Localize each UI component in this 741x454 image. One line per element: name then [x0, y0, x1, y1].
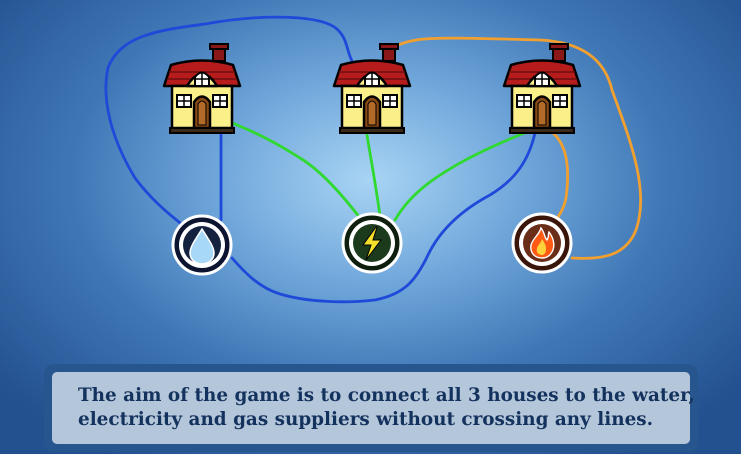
electricity-supplier[interactable]: [341, 212, 403, 274]
gas-supplier[interactable]: [511, 212, 573, 274]
connection-house3-gas: [544, 126, 570, 222]
house-1[interactable]: [162, 42, 242, 135]
connection-house2-gas: [381, 36, 643, 260]
connection-house3-water: [230, 126, 538, 304]
water-supplier[interactable]: [171, 214, 233, 276]
flame-icon: [530, 226, 555, 259]
lightning-bolt-icon: [362, 226, 382, 261]
connection-house2-electricity: [365, 133, 382, 218]
water-drop-icon: [189, 227, 215, 265]
instructions-panel: The aim of the game is to connect all 3 …: [44, 364, 698, 452]
instructions-text-box: The aim of the game is to connect all 3 …: [52, 372, 695, 444]
connection-house1-electricity: [223, 118, 362, 220]
connection-house3-electricity: [393, 125, 542, 222]
instructions-line-1: The aim of the game is to connect all 3 …: [78, 385, 695, 406]
instructions-line-2: electricity and gas suppliers without cr…: [78, 409, 654, 430]
connection-lines: [104, 15, 643, 304]
connection-house2-water: [104, 15, 360, 228]
house-3[interactable]: [502, 42, 582, 135]
house-2[interactable]: [332, 42, 412, 135]
